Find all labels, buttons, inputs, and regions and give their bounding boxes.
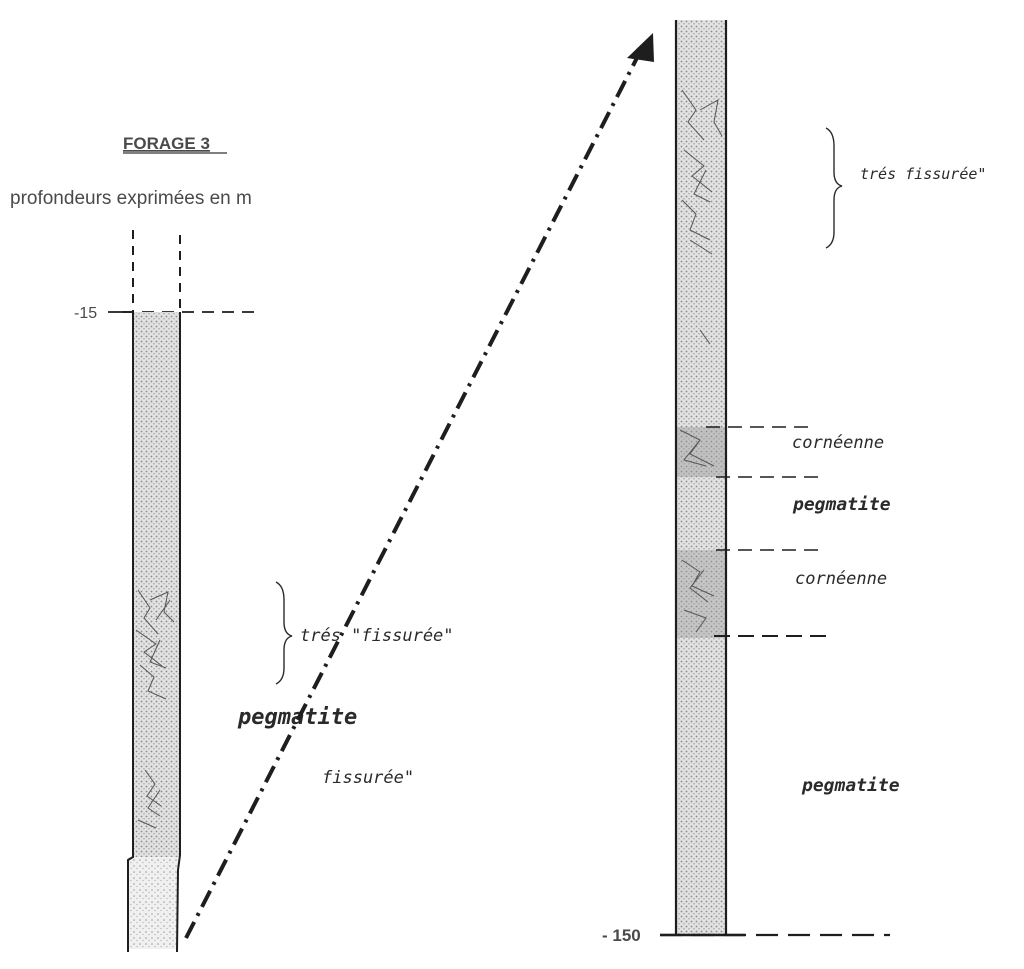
right-corneenne-band-2 [676,550,726,638]
left-column-left-wall [127,312,134,952]
diagram-title: FORAGE 3 [123,134,210,153]
right-fissure-bracket [825,127,843,249]
left-fracture-marks [135,589,175,829]
left-fissure-bracket [275,581,293,685]
left-label-fissuree: fissurée" [322,768,414,788]
right-fracture-marks [679,89,723,633]
right-label-pegmatite-2: pegmatite [801,775,900,796]
right-label-tres-fissuree: trés fissurée" [860,165,986,183]
right-corneenne-band-1 [676,427,726,477]
right-label-corneenne-1: cornéenne [792,433,884,453]
right-borehole-column [660,20,890,937]
zoom-arrow [184,51,642,939]
left-column-right-wall [176,312,181,953]
left-label-tres-fissuree: trés "fissurée" [300,626,454,646]
right-label-pegmatite-1: pegmatite [792,494,891,515]
left-borehole-column: -15 [74,230,260,953]
zoom-arrowhead [627,33,654,62]
right-bottom-depth-label: - 150 [602,926,641,945]
depth-unit-note: profondeurs exprimées en m [10,188,252,209]
left-column-fill [133,312,180,857]
left-column-bottom-fill [128,857,178,949]
right-label-corneenne-2: cornéenne [795,569,887,589]
left-top-depth-label: -15 [74,305,97,322]
